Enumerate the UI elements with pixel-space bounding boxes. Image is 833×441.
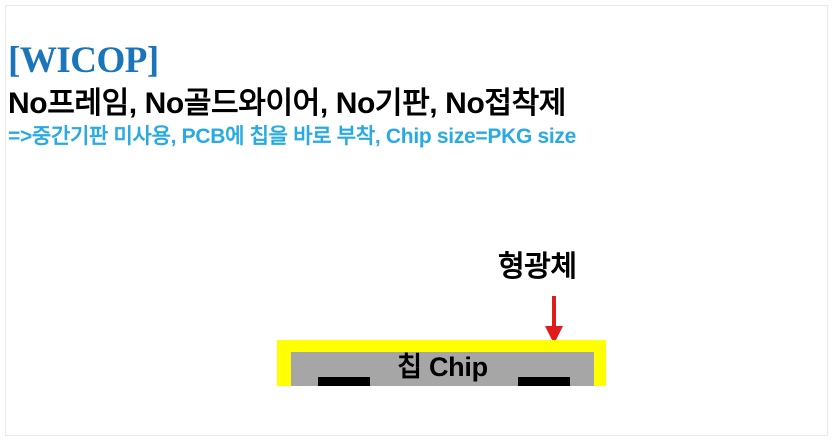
detail-line: =>중간기판 미사용, PCB에 칩을 바로 부착, Chip size=PKG… [8, 125, 577, 148]
text-block: [WICOP] No프레임, No골드와이어, No기판, No접착제 =>중간… [8, 40, 818, 150]
no-items-line: No프레임, No골드와이어, No기판, No접착제 [8, 87, 566, 120]
page-title: [WICOP] [8, 40, 159, 81]
